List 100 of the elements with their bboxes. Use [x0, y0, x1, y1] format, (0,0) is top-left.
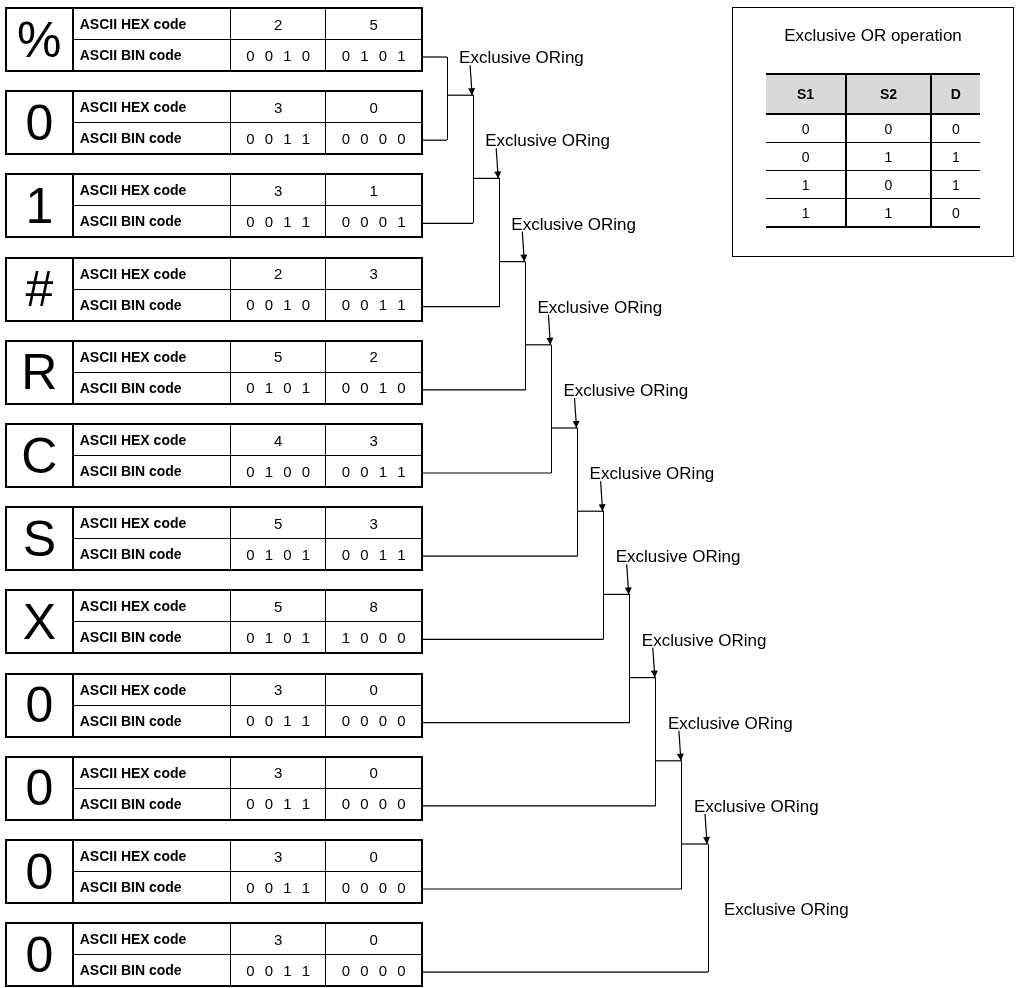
operation-label: Exclusive ORing: [667, 713, 793, 734]
character-code-card: [5, 506, 423, 572]
connector-line: [603, 593, 631, 595]
hex-digit: 5: [230, 508, 326, 539]
truth-value: 1: [766, 170, 847, 199]
character-code-card: [5, 755, 423, 821]
operation-label: Exclusive ORing: [694, 797, 819, 817]
panel-title: Exclusive OR operation: [784, 26, 962, 46]
operation-label: Exclusive ORing: [724, 900, 849, 921]
row-header: ASCII HEX code: [73, 841, 231, 872]
character-glyph: C: [21, 430, 58, 481]
junction-line: [629, 594, 631, 723]
connector-line: [422, 555, 579, 557]
truth-value: 1: [846, 198, 931, 227]
leader-arrow: [494, 147, 502, 179]
connector-line: [576, 510, 605, 512]
junction-line: [498, 178, 500, 307]
hex-digit: 3: [230, 92, 326, 123]
truth-value: 0: [930, 114, 980, 143]
hex-digit: 2: [325, 341, 421, 373]
connector-line: [446, 94, 474, 96]
binary-digits: 0 0 0 0: [325, 705, 421, 736]
operation-label: Exclusive ORing: [537, 297, 663, 318]
hex-digit: 2: [230, 258, 326, 290]
truth-table-panel: [732, 7, 1014, 257]
leader-arrow: [650, 647, 658, 679]
truth-value: 0: [930, 198, 980, 227]
connector-line: [422, 722, 631, 724]
junction-line: [681, 760, 683, 889]
row-header: ASCII BIN code: [73, 538, 231, 570]
row-header: ASCII HEX code: [73, 92, 231, 123]
connector-line: [629, 677, 657, 679]
hex-digit: 3: [325, 508, 421, 539]
character-glyph: X: [22, 596, 56, 647]
character-code-card: [5, 7, 423, 72]
binary-digits: 0 0 0 0: [325, 122, 421, 154]
hex-digit: 3: [230, 924, 326, 955]
junction-line: [472, 95, 474, 224]
connector-line: [422, 306, 500, 308]
truth-value: 0: [846, 114, 931, 143]
row-header: ASCII BIN code: [73, 954, 231, 986]
column-header: S1: [766, 74, 847, 114]
row-header: ASCII BIN code: [73, 871, 231, 902]
character-code-card: [5, 339, 423, 405]
hex-digit: 3: [230, 841, 326, 872]
character-glyph: 0: [25, 846, 54, 897]
binary-digits: 0 0 1 1: [325, 455, 421, 486]
binary-digits: 0 0 1 1: [325, 289, 421, 320]
row-header: ASCII BIN code: [73, 205, 231, 237]
character-glyph: 0: [25, 929, 54, 980]
operation-label: Exclusive ORing: [511, 214, 636, 235]
operation-label: Exclusive ORing: [589, 464, 715, 485]
character-glyph: 1: [25, 180, 54, 231]
binary-digits: 0 0 0 0: [325, 871, 421, 902]
junction-line: [707, 844, 709, 973]
truth-value: 1: [930, 170, 980, 199]
leader-arrow: [546, 314, 554, 346]
row-header: ASCII HEX code: [73, 591, 231, 622]
truth-value: 1: [846, 142, 931, 171]
junction-line: [550, 344, 552, 473]
row-header: ASCII HEX code: [73, 674, 231, 706]
row-header: ASCII BIN code: [73, 788, 231, 819]
junction-line: [577, 428, 578, 557]
connector-line: [422, 389, 526, 391]
leader-arrow: [624, 563, 632, 595]
truth-value: 1: [930, 142, 980, 171]
connector-line: [422, 805, 657, 807]
character-glyph: 0: [25, 97, 54, 148]
row-header: ASCII BIN code: [73, 372, 231, 403]
hex-digit: 0: [325, 674, 421, 706]
connector-line: [524, 344, 552, 346]
operation-label: Exclusive ORing: [641, 630, 767, 651]
row-header: ASCII HEX code: [73, 425, 231, 456]
hex-digit: 1: [325, 175, 421, 206]
connector-line: [498, 261, 526, 263]
character-glyph: #: [25, 264, 54, 315]
column-header: S2: [846, 74, 931, 114]
row-header: ASCII BIN code: [73, 455, 231, 486]
operation-label: Exclusive ORing: [485, 131, 610, 152]
leader-arrow: [520, 231, 528, 263]
character-code-card: [5, 589, 423, 655]
character-glyph: %: [17, 14, 62, 65]
operation-label: Exclusive ORing: [459, 48, 584, 69]
connector-line: [472, 177, 500, 179]
row-header: ASCII BIN code: [73, 122, 231, 154]
binary-digits: 1 0 0 0: [325, 621, 421, 653]
hex-digit: 5: [230, 341, 326, 373]
leader-arrow: [468, 64, 476, 96]
character-glyph: 0: [25, 680, 54, 731]
row-header: ASCII HEX code: [73, 757, 231, 789]
binary-digits: 0 0 0 0: [325, 954, 421, 986]
binary-digits: 0 0 0 0: [325, 788, 421, 819]
column-header: D: [930, 74, 980, 114]
character-code-card: [5, 256, 423, 322]
character-code-card: [5, 423, 423, 488]
connector-line: [422, 472, 552, 474]
character-code-card: [5, 672, 423, 738]
truth-value: 0: [766, 142, 847, 171]
binary-digits: 0 0 0 1: [325, 205, 421, 237]
hex-digit: 0: [325, 757, 421, 789]
